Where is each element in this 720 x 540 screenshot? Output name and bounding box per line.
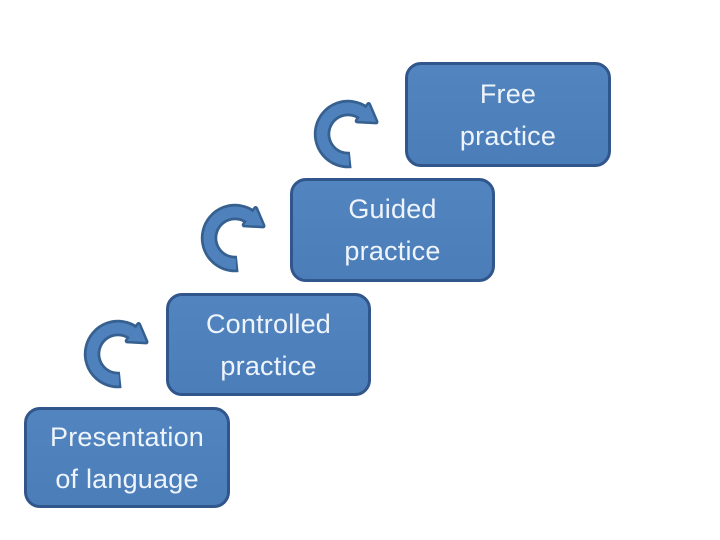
step-box-presentation-of-language: Presentation of language [24, 407, 230, 508]
step-box-free-practice: Free practice [405, 62, 611, 167]
curved-up-arrow-icon [83, 312, 153, 390]
step-label-line: Guided [348, 194, 437, 224]
step-box-guided-practice: Guided practice [290, 178, 495, 282]
step-label-line: Free [479, 78, 537, 109]
step-label-line: practice [344, 236, 441, 266]
step-label-line: Controlled [205, 308, 332, 339]
step-box-controlled-practice: Controlled practice [166, 293, 371, 396]
step-label-line: Presentation [50, 421, 204, 452]
curved-up-arrow-icon [313, 92, 383, 170]
step-label-line: practice [459, 120, 557, 151]
step-label-line: practice [220, 350, 317, 381]
curved-up-arrow-icon [200, 196, 270, 274]
step-label-line: of language [55, 463, 199, 494]
